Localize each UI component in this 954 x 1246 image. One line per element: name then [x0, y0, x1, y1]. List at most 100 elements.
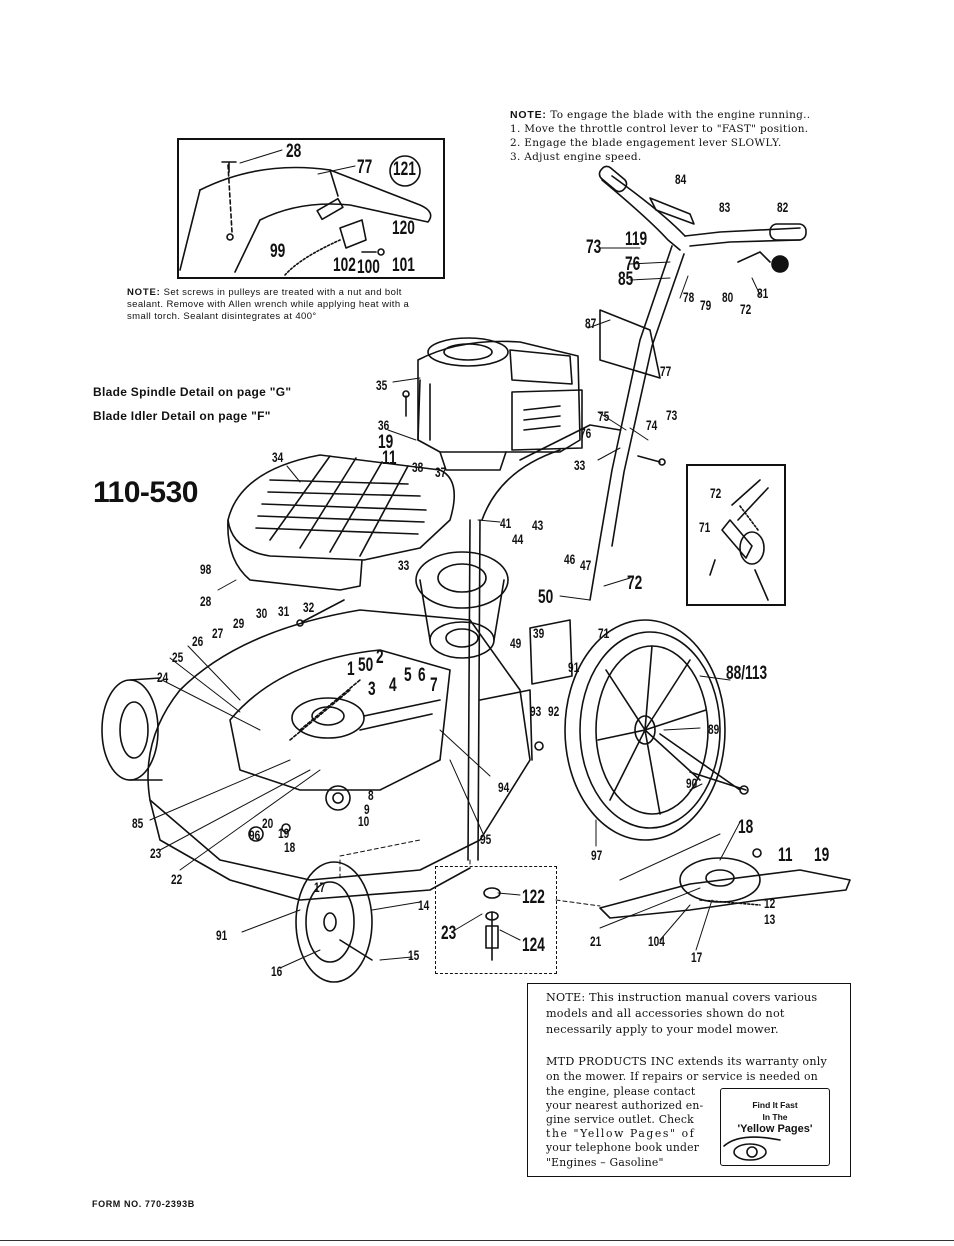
warranty-line: "Engines – Gasoline": [546, 1156, 664, 1169]
part-callout: 15: [408, 947, 420, 963]
part-callout: 27: [212, 625, 224, 641]
part-callout: 36: [378, 417, 390, 433]
models-note: NOTE: This instruction manual covers var…: [546, 991, 818, 1036]
fasteners: [248, 390, 762, 858]
warranty-line: on the mower. If repairs or service is n…: [546, 1070, 818, 1083]
pulley-assembly: [415, 551, 573, 685]
part-callout: 7: [430, 675, 438, 696]
handle-clamp-drawing: [179, 155, 432, 276]
part-callout: 5: [404, 665, 412, 686]
part-callout: 19: [378, 432, 394, 453]
mower-deck: [147, 609, 533, 901]
part-callout: 95: [480, 831, 492, 847]
frame-tubes: [467, 424, 621, 861]
note-text: Set screws in pulleys are treated with a…: [127, 287, 410, 322]
part-callout: 18: [284, 839, 296, 855]
part-callout: 17: [314, 879, 326, 895]
part-callout: 82: [777, 199, 789, 215]
part-callout: 91: [216, 927, 228, 943]
part-callout: 21: [590, 933, 602, 949]
part-callout: 33: [574, 457, 586, 473]
grass-bag-drawing: [227, 454, 456, 591]
spindle-detail-reference: Blade Spindle Detail on page "G": [93, 385, 292, 399]
part-callout: 44: [512, 531, 524, 547]
part-callout: 89: [708, 721, 720, 737]
warranty-line: your nearest authorized en-: [546, 1099, 704, 1112]
part-callout: 28: [200, 593, 212, 609]
hardware-parts: [483, 887, 501, 961]
yellow-pages-badge: Find It Fast In The 'Yellow Pages': [720, 1088, 830, 1166]
part-callout: 30: [256, 605, 268, 621]
idler-detail-reference: Blade Idler Detail on page "F": [93, 409, 271, 423]
part-callout: 19: [278, 825, 290, 841]
part-callout: 96: [249, 827, 261, 843]
engage-step: 2. Engage the blade engagement lever SLO…: [510, 137, 782, 149]
part-callout: 35: [376, 377, 388, 393]
part-callout: 8: [368, 787, 374, 803]
part-callout: 119: [625, 229, 648, 250]
part-callout: 90: [686, 775, 698, 791]
lever-detail-inset: [686, 464, 786, 606]
part-callout: 71: [598, 625, 610, 641]
part-callout: 37: [435, 464, 447, 480]
part-callout: 10: [358, 813, 370, 829]
lever-detail-drawing: [709, 479, 769, 601]
part-callout: 6: [418, 665, 426, 686]
part-callout: 94: [498, 779, 510, 795]
part-callout: 79: [700, 297, 712, 313]
part-callout: 92: [548, 703, 560, 719]
part-callout: 49: [510, 635, 522, 651]
part-callout: 73: [586, 237, 602, 258]
part-callout: 38: [412, 459, 424, 475]
part-callout: 104: [648, 933, 665, 949]
part-callout: 16: [271, 963, 283, 979]
left-rear-wheel: [101, 677, 163, 781]
set-screw-note: NOTE: Set screws in pulleys are treated …: [127, 287, 419, 323]
warranty-line: MTD PRODUCTS INC extends its warranty on…: [546, 1055, 828, 1068]
front-wheel: [295, 861, 373, 983]
part-callout: 77: [660, 363, 672, 379]
part-callout: 4: [389, 675, 397, 696]
part-callout: 19: [814, 845, 830, 866]
part-callout: 25: [172, 649, 184, 665]
part-callout: 76: [625, 254, 641, 275]
part-callout: 41: [500, 515, 512, 531]
part-callout: 97: [591, 847, 603, 863]
inset-callout: 120: [392, 218, 415, 239]
part-callout: 98: [200, 561, 212, 577]
cutting-blade: [599, 857, 851, 919]
part-callout: 11: [778, 845, 793, 866]
part-callout: 26: [192, 633, 204, 649]
hardware-detail-box: [435, 866, 557, 974]
note-heading: NOTE:: [510, 109, 547, 121]
part-callout: 20: [262, 815, 274, 831]
part-callout: 32: [303, 599, 315, 615]
model-number: 110-530: [93, 476, 198, 509]
warranty-line: the engine, please contact: [546, 1085, 696, 1098]
part-callout: 12: [764, 895, 776, 911]
part-callout: 88/113: [726, 663, 768, 684]
form-number: FORM NO. 770-2393B: [92, 1199, 195, 1209]
part-callout: 11: [382, 448, 397, 469]
part-callout: 81: [757, 285, 769, 301]
part-callout: 33: [398, 557, 410, 573]
part-callout: 83: [719, 199, 731, 215]
part-callout: 23: [150, 845, 162, 861]
inset-callout: 71: [699, 519, 711, 535]
part-callout: 43: [532, 517, 544, 533]
part-callout: 17: [691, 949, 703, 965]
part-callout: 73: [666, 407, 678, 423]
engine-drawing: [417, 337, 583, 471]
inset-callout: 100: [357, 257, 380, 278]
phone-sketch: [723, 1136, 781, 1161]
part-callout: 34: [272, 449, 284, 465]
inset-callout: 28: [286, 141, 302, 162]
engage-step: 1. Move the throttle control lever to "F…: [510, 123, 809, 135]
part-callout: 24: [157, 669, 169, 685]
warranty-line: the "Yellow Pages" of: [546, 1127, 696, 1140]
part-callout: 93: [530, 703, 542, 719]
inset-callout: 72: [710, 485, 722, 501]
part-callout: 13: [764, 911, 776, 927]
part-callout: 85: [132, 815, 144, 831]
warranty-notice-box: [527, 983, 851, 1177]
